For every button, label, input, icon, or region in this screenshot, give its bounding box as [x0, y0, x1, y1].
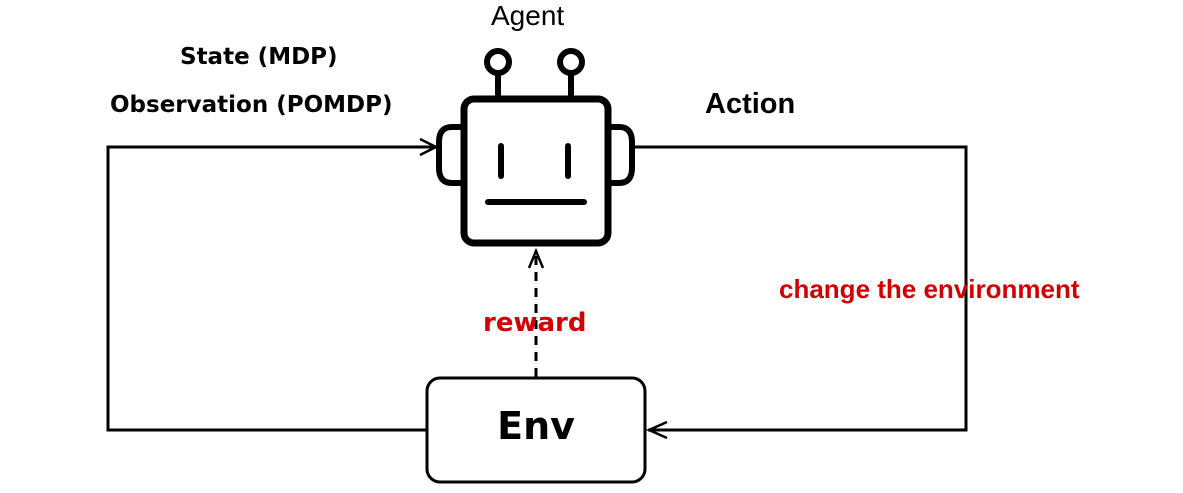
robot-head — [460, 95, 612, 247]
antenna-left-ball — [484, 48, 512, 76]
ear-left — [436, 124, 463, 186]
observation-edge — [106, 145, 436, 432]
env-label: Env — [497, 404, 575, 448]
robot-icon — [436, 48, 635, 247]
state-label: State (MDP) — [180, 44, 338, 70]
antenna-right-ball — [557, 48, 585, 76]
agent-label: Agent — [491, 0, 565, 31]
action-label: Action — [705, 88, 796, 120]
reward-arrowhead — [527, 247, 545, 269]
env-box — [425, 376, 647, 484]
ear-right — [608, 124, 635, 186]
reward-label: reward — [483, 308, 587, 338]
action-arrowhead — [645, 420, 668, 440]
action-edge — [634, 145, 968, 432]
observation-label: Observation (POMDP) — [110, 92, 393, 118]
change-environment-label: change the environment — [779, 274, 1080, 304]
